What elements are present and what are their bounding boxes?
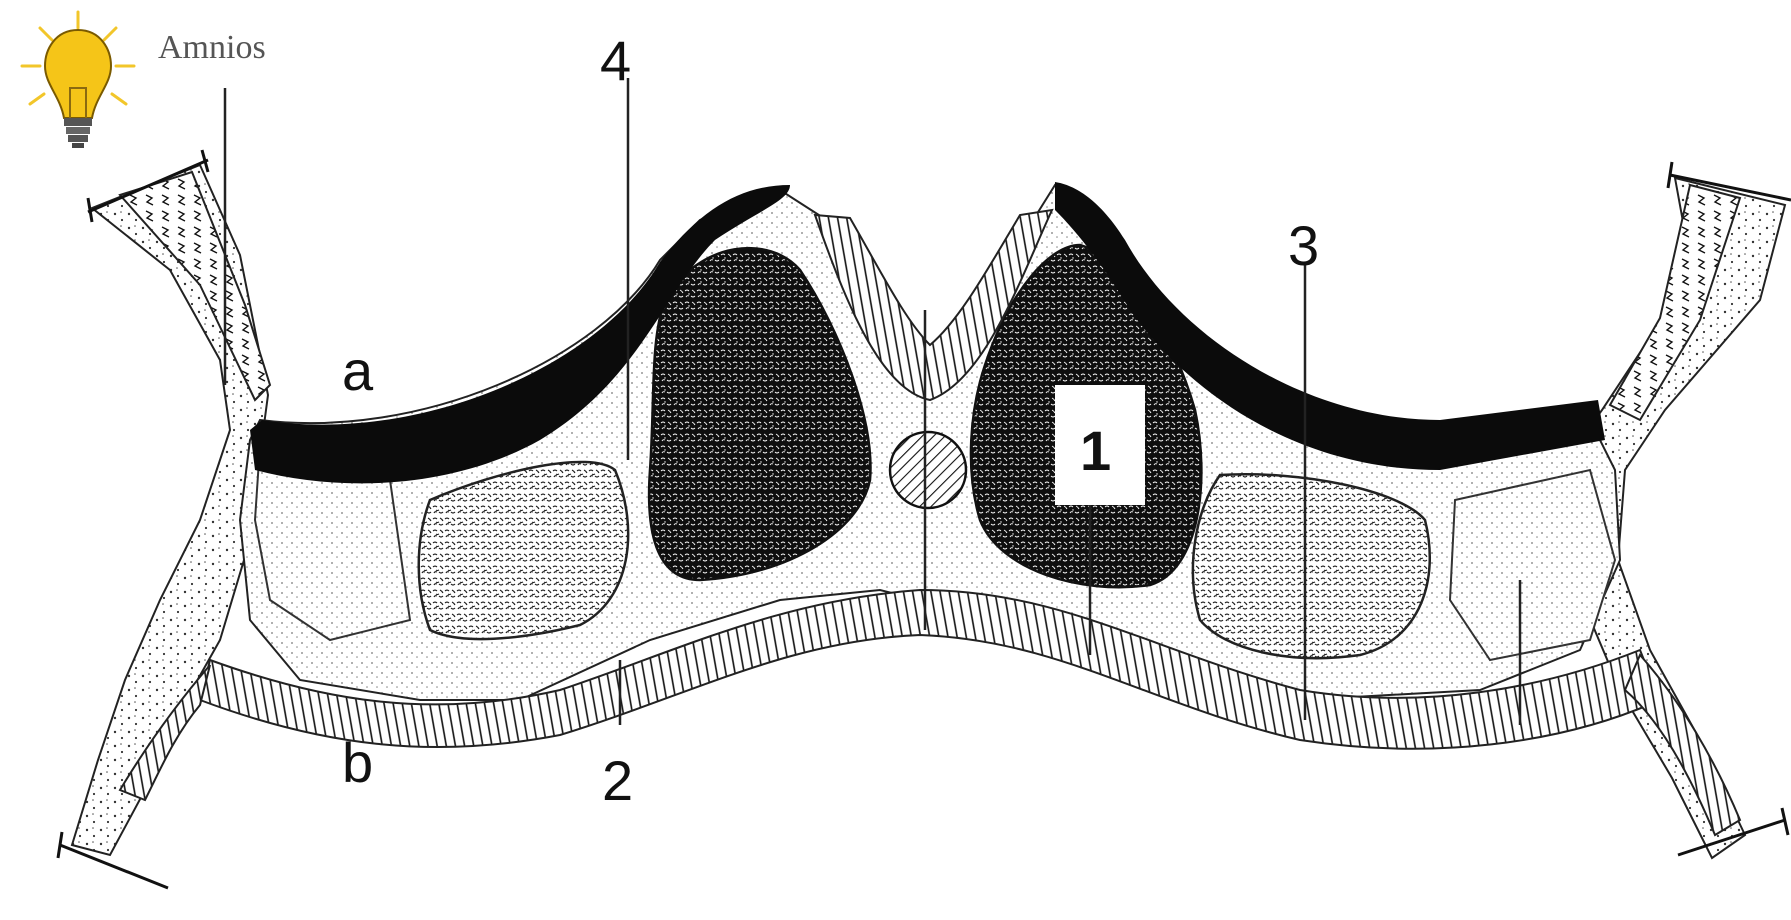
label-4: 4	[600, 29, 631, 92]
light-bulb-icon	[22, 12, 134, 148]
label-3: 3	[1288, 214, 1319, 277]
amnios-label: Amnios	[158, 29, 266, 66]
label-b: b	[342, 731, 373, 794]
label-1-box: 1	[1055, 385, 1145, 505]
left-arm	[58, 150, 270, 888]
label-a: a	[342, 339, 374, 402]
label-2: 2	[602, 749, 633, 812]
label-1: 1	[1080, 419, 1111, 482]
